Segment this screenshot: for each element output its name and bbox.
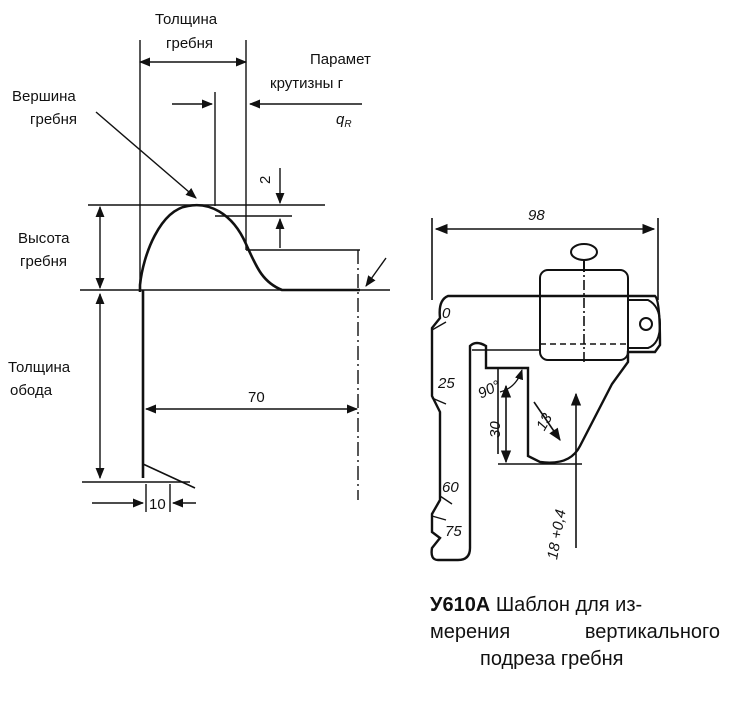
dim-18: 18 +0,4: [544, 508, 570, 561]
label-slope-param-1: Парамет: [310, 51, 371, 68]
dim-98: 98: [528, 207, 545, 224]
caption-line-1-text: Шаблон для из-: [495, 594, 643, 616]
label-qr: qR: [336, 111, 352, 130]
dim-70: 70: [248, 389, 265, 406]
label-rim-thickness-2: обода: [10, 382, 53, 399]
flange-profile-diagram: [80, 40, 390, 512]
label-flange-height-2: гребня: [20, 253, 67, 270]
dim-13: 13: [533, 410, 556, 434]
dim-10: 10: [149, 496, 166, 513]
flange-labels: Толщина гребня Парамет крутизны г qR Вер…: [8, 11, 371, 513]
caption-line-1: У610А Шаблон для из-: [430, 592, 720, 619]
template-labels: 98 0 25 60 75 90° 30 13 18 +0,4: [437, 207, 570, 561]
label-flange-thickness-2: гребня: [166, 35, 213, 52]
label-rim-thickness-1: Толщина: [8, 359, 71, 376]
scale-0: 0: [442, 305, 451, 322]
scale-25: 25: [437, 375, 455, 392]
label-slope-param-2: крутизны г: [270, 75, 344, 92]
template-diagram: [430, 218, 662, 562]
label-flange-height-1: Высота: [18, 230, 70, 247]
dim-30: 30: [487, 421, 504, 438]
caption-line-2: мерения вертикального: [430, 619, 720, 646]
scale-75: 75: [445, 523, 462, 540]
template-caption: У610А Шаблон для из- мерения вертикально…: [430, 592, 720, 673]
label-qr-subscript: R: [344, 119, 351, 130]
caption-line-2a: мерения: [430, 621, 511, 643]
caption-line-3: подреза гребня: [480, 648, 624, 670]
scale-60: 60: [442, 479, 459, 496]
label-apex-2: гребня: [30, 111, 77, 128]
label-flange-thickness-1: Толщина: [155, 11, 218, 28]
caption-code: У610А: [430, 594, 491, 616]
angle-90: 90°: [475, 377, 503, 402]
label-apex-1: Вершина: [12, 88, 76, 105]
dim-2: 2: [257, 176, 274, 184]
caption-line-2b: вертикального: [584, 621, 720, 643]
